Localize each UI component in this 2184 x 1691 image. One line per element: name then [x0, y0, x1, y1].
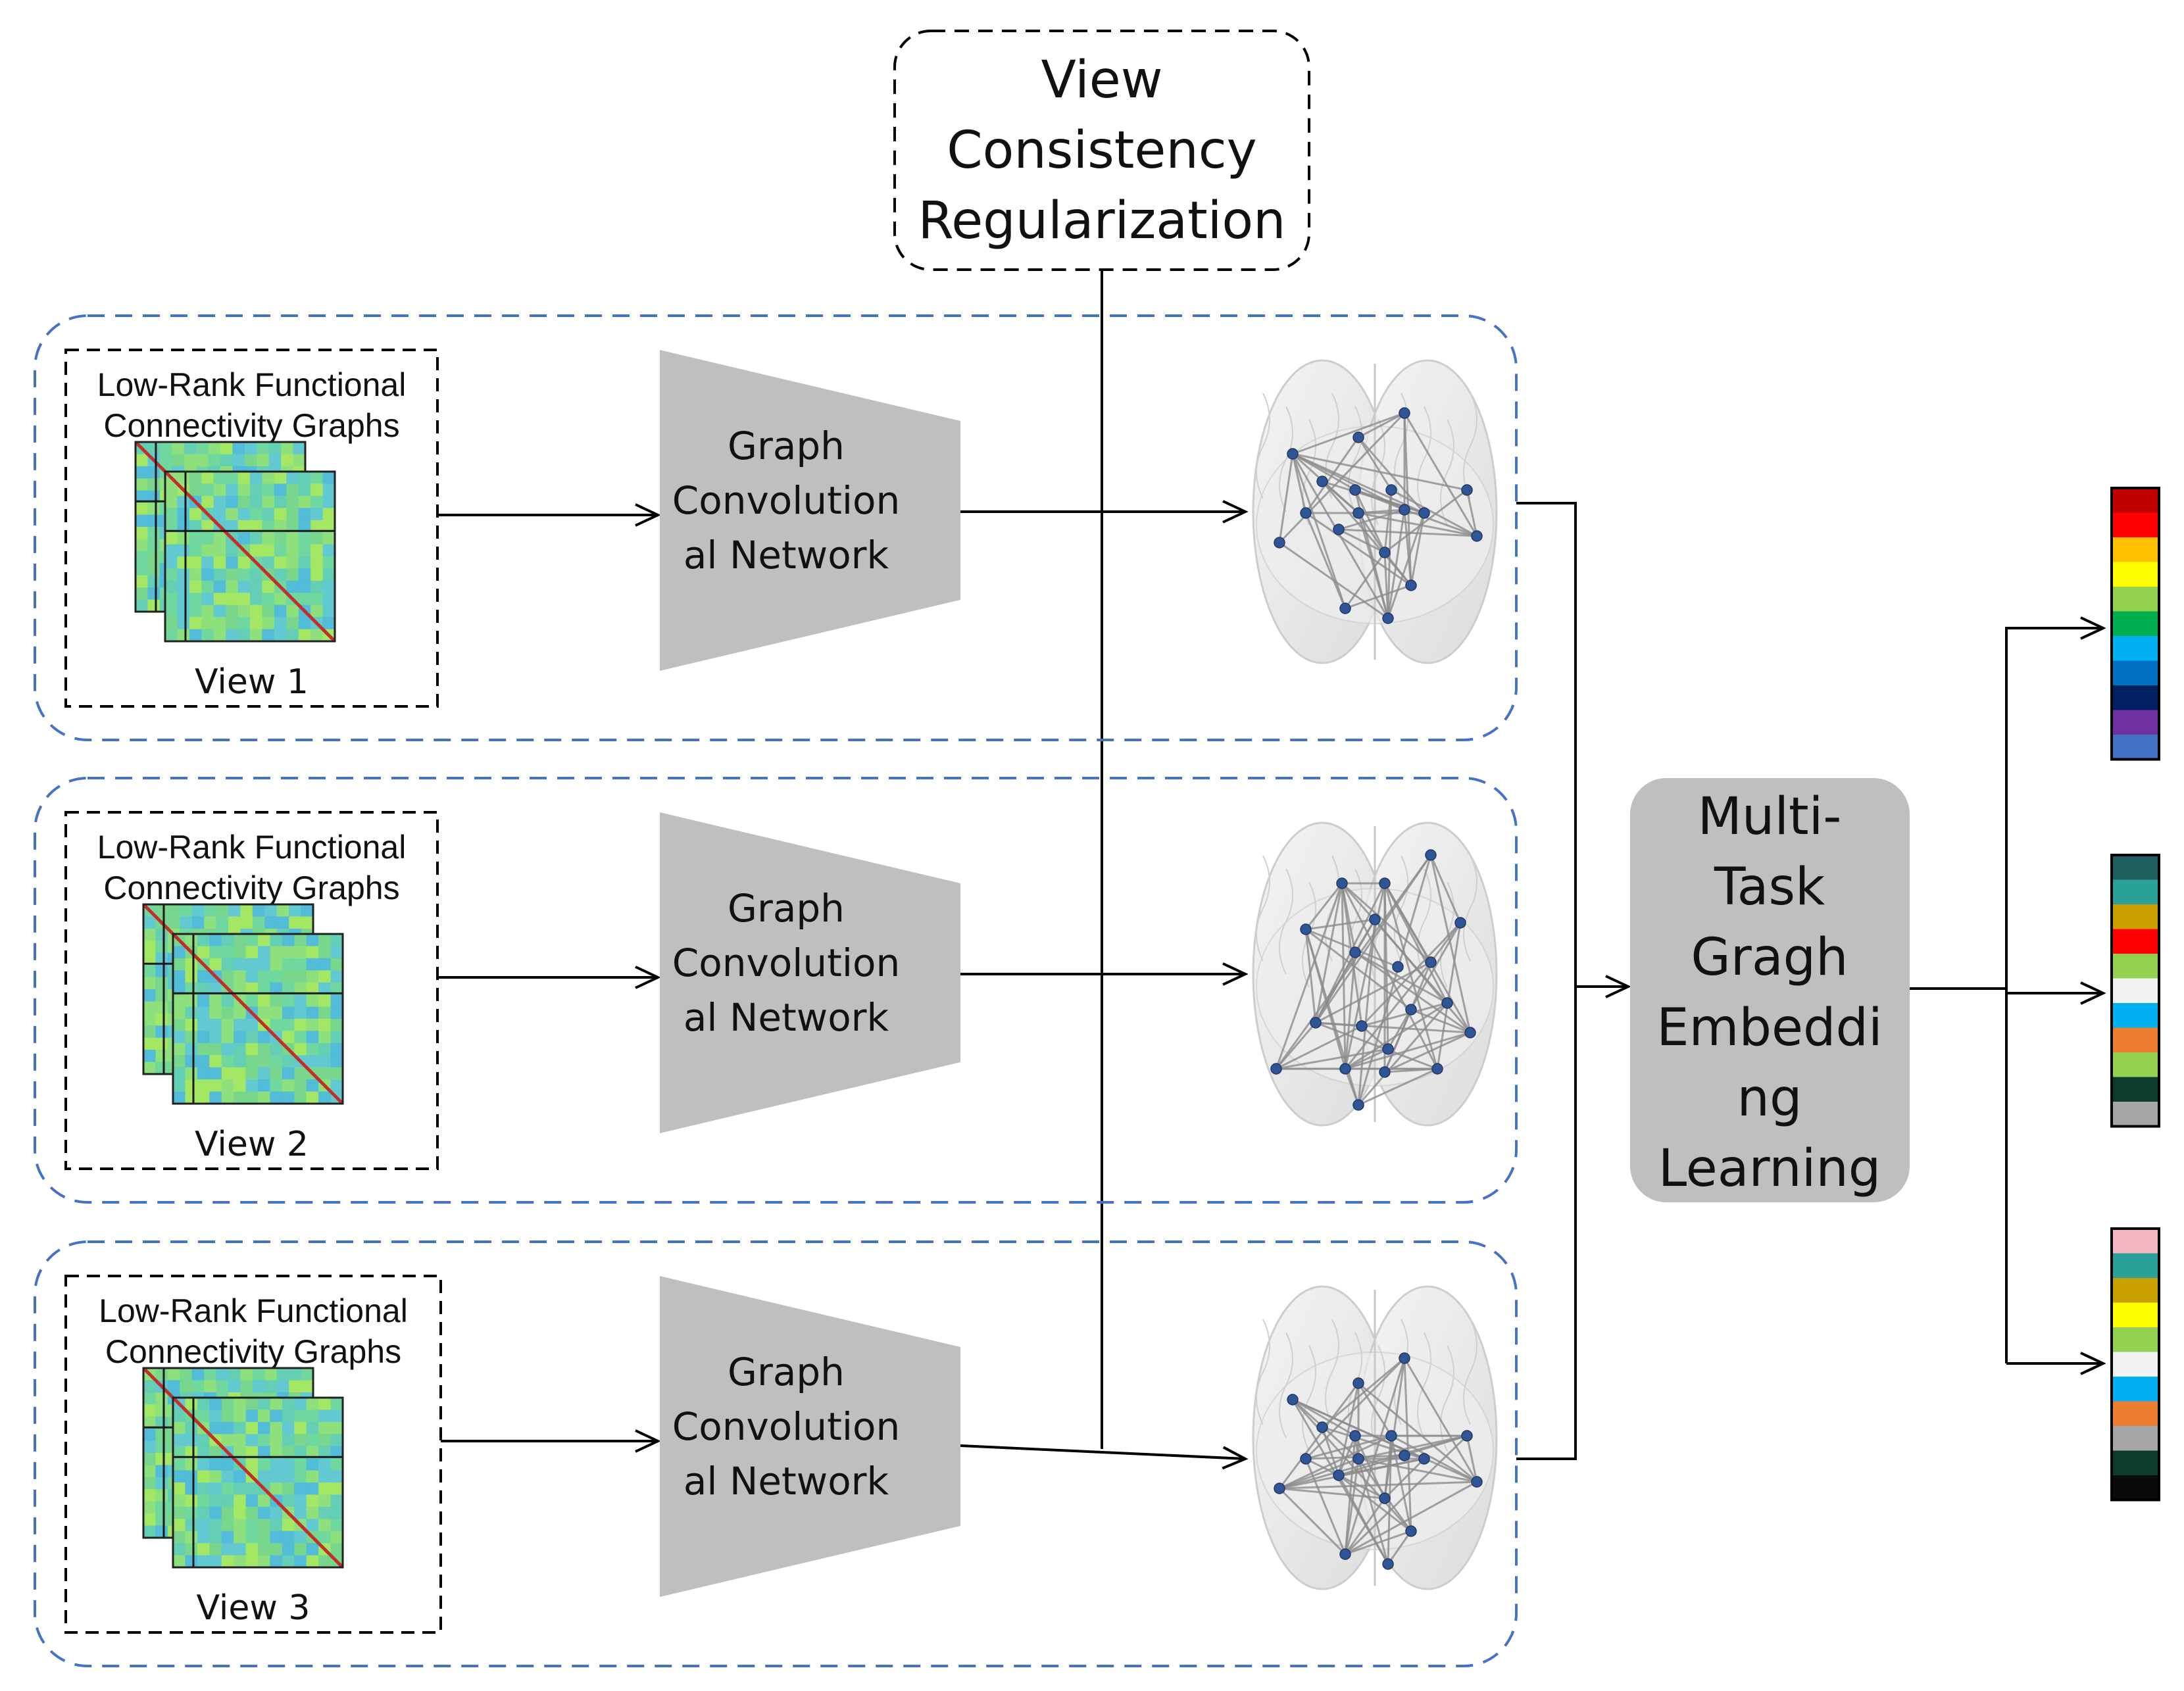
- task-label-cell: [2112, 1401, 2159, 1427]
- regularization-line-2: Consistency: [947, 121, 1257, 180]
- gcn-label-1-line-3: al Network: [683, 533, 889, 577]
- view-label-2: View 2: [195, 1125, 309, 1164]
- task-label-cell: [2112, 660, 2159, 686]
- task-label-cell: [2112, 636, 2159, 661]
- mtl-line-3: Gragh: [1691, 928, 1848, 987]
- task-label-cell: [2112, 587, 2159, 612]
- gcn-label-1-line-1: Graph: [728, 424, 845, 468]
- task-label-cell: [2112, 1278, 2159, 1303]
- task-label-cell: [2112, 904, 2159, 929]
- task-label-cell: [2112, 562, 2159, 587]
- view-3-frame: [34, 1240, 1518, 1667]
- task-label-bars: [2110, 487, 2160, 1502]
- gcn-label-3-line-3: al Network: [683, 1459, 889, 1504]
- gcn-label-1-line-2: Convolution: [672, 478, 901, 523]
- task-label-cell: [2112, 1052, 2159, 1077]
- regularization-line-1: View: [1041, 51, 1162, 110]
- task-label-cell: [2112, 1253, 2159, 1279]
- task-label-cell: [2112, 735, 2159, 760]
- mtl-line-4: Embeddi: [1656, 998, 1882, 1058]
- task-label-cell: [2112, 1450, 2159, 1476]
- task-label-cell: [2112, 1003, 2159, 1028]
- task-label-cell: [2112, 1027, 2159, 1053]
- fc-graph-title-1-line-2: Connectivity Graphs: [103, 407, 399, 444]
- task-label-cell: [2112, 685, 2159, 710]
- fc-graph-title-2-line-2: Connectivity Graphs: [103, 870, 399, 906]
- regularization-line-3: Regularization: [918, 191, 1286, 251]
- multi-task-graph-embedding-learning: Multi- Task Gragh Embeddi ng Learning: [1630, 778, 1910, 1202]
- task-label-cell: [2112, 1426, 2159, 1451]
- task-label-cell: [2112, 855, 2159, 880]
- task-label-bar-1: [2110, 487, 2160, 761]
- mtl-line-5: ng: [1737, 1069, 1802, 1128]
- task-label-cell: [2112, 512, 2159, 538]
- task-label-cell: [2112, 1077, 2159, 1102]
- task-label-cell: [2112, 488, 2159, 513]
- task-label-cell: [2112, 1102, 2159, 1127]
- gcn-label-2-line-1: Graph: [728, 886, 845, 931]
- gcn-label-2-line-2: Convolution: [672, 941, 901, 985]
- merge-connectors: [1516, 502, 1628, 1460]
- output-connectors: [1910, 628, 2103, 1363]
- task-label-cell: [2112, 1229, 2159, 1254]
- connectivity-matrix-stack-1: [134, 441, 336, 643]
- task-label-cell: [2112, 537, 2159, 562]
- connectivity-matrix-stack-2: [142, 903, 344, 1105]
- mtl-line-2: Task: [1714, 858, 1825, 917]
- brain-network-1: [1252, 359, 1498, 664]
- task-label-cell: [2112, 1377, 2159, 1402]
- view-label-1: View 1: [195, 662, 309, 702]
- mtl-line-6: Learning: [1658, 1139, 1881, 1198]
- gcn-label-3-line-1: Graph: [728, 1350, 845, 1394]
- gcn-label-2-line-3: al Network: [683, 995, 889, 1040]
- task-label-cell: [2112, 1475, 2159, 1500]
- mtl-line-1: Multi-: [1698, 787, 1842, 846]
- connectivity-matrix-stack-3: [142, 1367, 344, 1569]
- brain-network-2: [1252, 821, 1498, 1127]
- fc-graph-title-3-line-1: Low-Rank Functional: [99, 1292, 408, 1329]
- arrow-gcn-to-brain-3: [960, 1444, 1245, 1459]
- task-label-cell: [2112, 710, 2159, 735]
- brain-network-3: [1252, 1285, 1498, 1590]
- task-label-cell: [2112, 1302, 2159, 1328]
- fc-graph-title-3-line-2: Connectivity Graphs: [105, 1333, 401, 1370]
- task-label-cell: [2112, 1352, 2159, 1377]
- task-label-cell: [2112, 879, 2159, 905]
- view-label-3: View 3: [196, 1588, 310, 1628]
- view-2-frame: [34, 777, 1518, 1204]
- task-label-cell: [2112, 611, 2159, 637]
- task-label-cell: [2112, 1327, 2159, 1352]
- task-label-cell: [2112, 929, 2159, 954]
- fc-graph-title-2-line-1: Low-Rank Functional: [97, 829, 407, 866]
- task-label-bar-3: [2110, 1227, 2160, 1502]
- task-label-cell: [2112, 954, 2159, 979]
- fc-graph-title-1-line-1: Low-Rank Functional: [97, 366, 407, 403]
- gcn-label-3-line-2: Convolution: [672, 1404, 901, 1449]
- task-label-bar-2: [2110, 854, 2160, 1128]
- view-consistency-regularization: View Consistency Regularization: [893, 30, 1310, 271]
- task-label-cell: [2112, 978, 2159, 1004]
- view-1-frame: [34, 314, 1518, 741]
